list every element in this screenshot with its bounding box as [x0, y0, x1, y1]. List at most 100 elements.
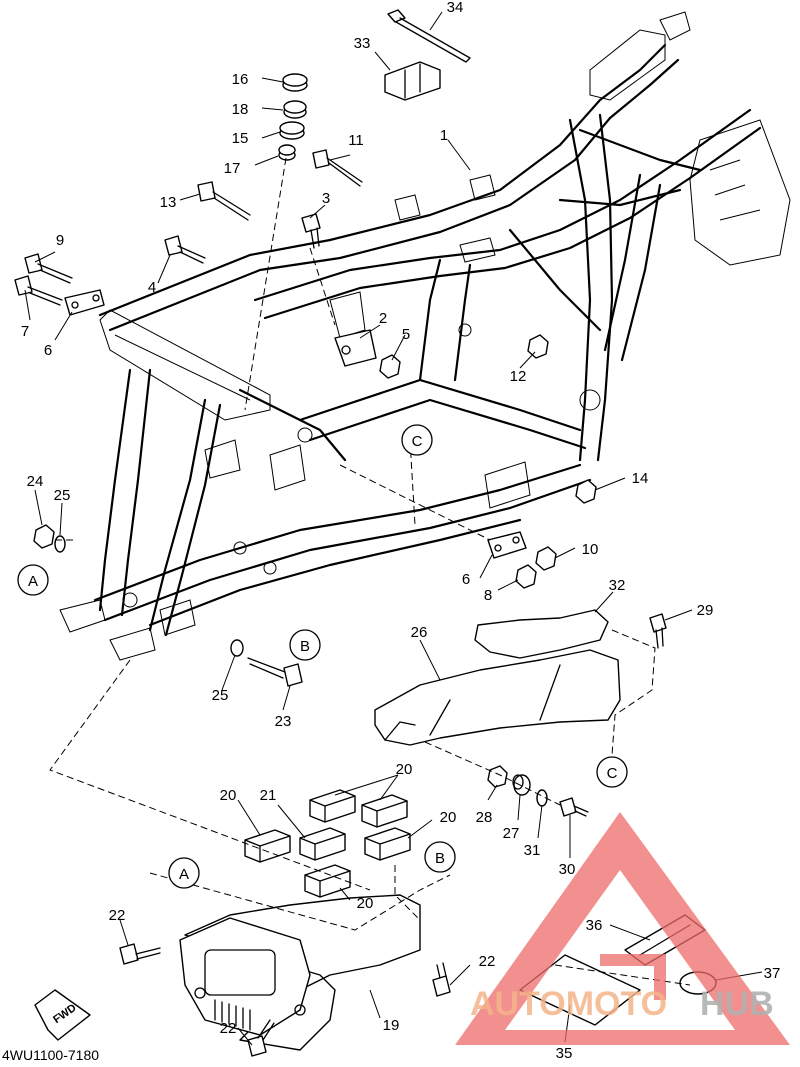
part-22-bolt-b: [432, 962, 451, 997]
reference-circles: A B C C A B: [17, 424, 628, 889]
fwd-arrow-icon: FWD: [34, 989, 91, 1041]
part-8-nut: [515, 564, 537, 589]
svg-text:B: B: [435, 850, 445, 867]
callout-22-b: 22: [479, 953, 496, 970]
part-29-bolt: [649, 613, 667, 649]
callout-37: 37: [764, 965, 781, 982]
callout-8: 8: [484, 587, 492, 604]
watermark-text-hub: HUB: [700, 985, 774, 1023]
callout-28: 28: [476, 809, 493, 826]
callout-34: 34: [447, 0, 464, 16]
leader-lines: [24, 11, 763, 1046]
part-19-skid-plate: [179, 894, 421, 1051]
callout-27: 27: [503, 825, 520, 842]
callout-25-lower: 25: [212, 687, 229, 704]
callout-20-d: 20: [357, 895, 374, 912]
part-9-bolt: [24, 253, 73, 284]
callout-11: 11: [348, 132, 364, 149]
callout-1: 1: [440, 127, 448, 144]
part-20-pad-c: [244, 829, 291, 863]
part-18-bushing: [283, 100, 307, 119]
svg-text:A: A: [28, 573, 38, 590]
callout-23: 23: [275, 713, 292, 730]
callout-35: 35: [556, 1045, 573, 1062]
callout-6-lower: 6: [462, 571, 470, 588]
callout-12: 12: [510, 368, 527, 385]
part-27-grommet: [512, 774, 531, 796]
svg-text:C: C: [607, 765, 618, 782]
part-33-clamp: [384, 61, 441, 101]
callout-31: 31: [524, 842, 541, 859]
part-34-cable-tie: [387, 9, 471, 63]
watermark-logo: AUTOMOTO HUB: [455, 812, 790, 1045]
part-11-bolt: [312, 149, 363, 187]
part-12-nut: [527, 334, 549, 359]
callout-5: 5: [402, 326, 410, 343]
callout-20-c: 20: [440, 809, 457, 826]
part-20-pad-b: [361, 794, 408, 828]
ref-A-lower: A: [168, 857, 200, 889]
part-25-washer: [54, 535, 66, 553]
part-20-pad-a: [309, 789, 356, 823]
watermark-triangle-icon: [455, 812, 790, 1045]
callout-numbers: 34 33 16 18 15 17 11 1 13 3 9 4 7 6 2 5 …: [21, 0, 781, 1062]
part-22-bolt-c: [247, 1019, 275, 1057]
callout-26: 26: [411, 624, 428, 641]
ref-B-lower: B: [424, 841, 456, 873]
part-6-plate-lower: [487, 531, 527, 559]
callout-22-a: 22: [109, 907, 126, 924]
callout-18: 18: [232, 101, 249, 118]
part-23-bolt: [247, 657, 303, 687]
callout-2: 2: [379, 310, 387, 327]
callout-17: 17: [224, 160, 241, 177]
callout-10: 10: [582, 541, 599, 558]
callout-29: 29: [697, 602, 714, 619]
callout-36: 36: [586, 917, 603, 934]
part-6-plate: [64, 289, 105, 316]
part-24-nut: [33, 524, 55, 549]
ref-C-upper: C: [401, 424, 433, 456]
part-21-pad: [299, 827, 346, 861]
callout-22-c: 22: [220, 1020, 237, 1037]
part-16-bushing: [282, 73, 308, 92]
svg-text:B: B: [300, 638, 310, 655]
part-26-guard: [374, 649, 621, 746]
callout-21: 21: [260, 787, 277, 804]
callout-33: 33: [354, 35, 371, 52]
part-code: 4WU1100-7180: [2, 1047, 99, 1063]
part-22-bolt-a: [119, 943, 161, 965]
main-frame: [59, 11, 791, 661]
part-5-nut: [379, 354, 401, 379]
part-4-bolt: [164, 235, 206, 264]
part-30-bolt: [559, 797, 589, 817]
callout-6: 6: [44, 342, 52, 359]
callout-19: 19: [383, 1017, 400, 1034]
part-10-nut: [535, 546, 557, 571]
part-20-pad-d: [364, 827, 411, 861]
callout-13: 13: [160, 194, 177, 211]
watermark-text-automoto: AUTOMOTO: [470, 985, 667, 1023]
pads-group: [244, 789, 411, 898]
callout-20-b: 20: [396, 761, 413, 778]
svg-text:C: C: [412, 433, 423, 450]
part-2-plate: [334, 329, 377, 367]
ref-A-upper: A: [17, 564, 49, 596]
part-32-guard-sheet: [474, 609, 609, 659]
callout-16: 16: [232, 71, 249, 88]
callout-32: 32: [609, 577, 626, 594]
part-14-nut: [575, 479, 597, 504]
part-3-bolt: [301, 213, 321, 249]
ref-C-lower: C: [596, 756, 628, 788]
part-13-bolt: [197, 181, 251, 221]
callout-9: 9: [56, 232, 64, 249]
part-25-washer-lower: [230, 639, 244, 657]
callout-14: 14: [632, 470, 649, 487]
part-7-bolt: [14, 275, 63, 306]
part-28-nut: [487, 765, 508, 788]
callout-30: 30: [559, 861, 576, 878]
callout-7: 7: [21, 323, 29, 340]
callout-15: 15: [232, 130, 249, 147]
callout-24: 24: [27, 473, 44, 490]
callout-4: 4: [148, 279, 156, 296]
